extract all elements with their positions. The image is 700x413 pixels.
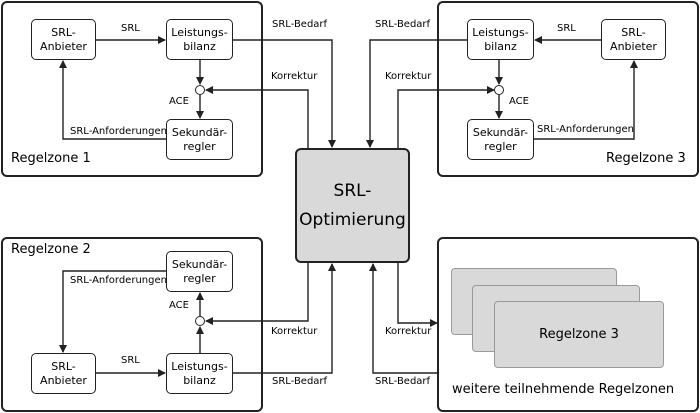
zone-1-requests-arrow — [59, 60, 166, 140]
zone-2-label: Regelzone 2 — [11, 242, 91, 257]
zone-1-srl-provider: SRL- Anbieter — [31, 19, 96, 60]
zone-2-correction-label: Korrektur — [271, 326, 318, 337]
zone-2-correction-arrow — [205, 263, 309, 325]
other-zones-correction-arrow — [397, 263, 438, 327]
zone-1-srl-label: SRL — [121, 23, 140, 34]
zone-3-correction-arrow — [397, 86, 495, 148]
zone-1-summing-junction — [195, 85, 205, 95]
zone-2-secondary-controller: Sekundär- regler — [166, 251, 233, 292]
zone-1-correction-arrow — [205, 86, 309, 148]
other-zone-card-front: Regelzone 3 — [494, 301, 664, 368]
zone-2-power-balance: Leistungs- bilanz — [166, 353, 233, 394]
zone-1-ace-label: ACE — [169, 96, 189, 107]
zone-3-srl-label: SRL — [557, 23, 576, 34]
zone-3-requests-label: SRL-Anforderungen — [537, 124, 634, 135]
zone-3-secondary-controller: Sekundär- regler — [467, 119, 534, 160]
zone-2-srl-label: SRL — [121, 355, 140, 366]
zone-3-ace-label: ACE — [509, 96, 529, 107]
zone-2-ace-label: ACE — [169, 300, 189, 311]
other-zones-demand-arrow — [369, 263, 437, 374]
zone-3-power-balance: Leistungs- bilanz — [467, 19, 534, 60]
zone-1-demand-label: SRL-Bedarf — [272, 19, 328, 30]
zone-3-demand-label: SRL-Bedarf — [375, 19, 431, 30]
zone-3-label: Regelzone 3 — [606, 151, 686, 166]
zone-3-requests-arrow — [534, 60, 638, 140]
other-zones-demand-label: SRL-Bedarf — [375, 376, 431, 387]
zone-1-secondary-controller: Sekundär- regler — [166, 119, 233, 160]
zone-1-power-balance: Leistungs- bilanz — [166, 19, 233, 60]
zone-2-srl-provider: SRL- Anbieter — [31, 353, 96, 394]
zone-2-demand-arrow — [233, 263, 336, 374]
srl-optimization-box: SRL- Optimierung — [295, 148, 410, 263]
zone-3-correction-label: Korrektur — [385, 71, 432, 82]
other-zones-caption: weitere teilnehmende Regelzonen — [452, 382, 675, 397]
zone-1-requests-label: SRL-Anforderungen — [70, 126, 167, 137]
zone-2-requests-arrow — [59, 270, 166, 353]
zone-1-label: Regelzone 1 — [11, 151, 91, 166]
zone-3-srl-provider: SRL- Anbieter — [601, 19, 666, 60]
other-zones-correction-label: Korrektur — [385, 326, 432, 337]
zone-2-summing-junction — [195, 316, 205, 326]
zone-2-requests-label: SRL-Anforderungen — [70, 275, 167, 286]
zone-1-demand-arrow — [233, 39, 336, 148]
zone-3-demand-arrow — [366, 39, 467, 148]
zone-2-demand-label: SRL-Bedarf — [272, 376, 328, 387]
zone-1-correction-label: Korrektur — [271, 71, 318, 82]
